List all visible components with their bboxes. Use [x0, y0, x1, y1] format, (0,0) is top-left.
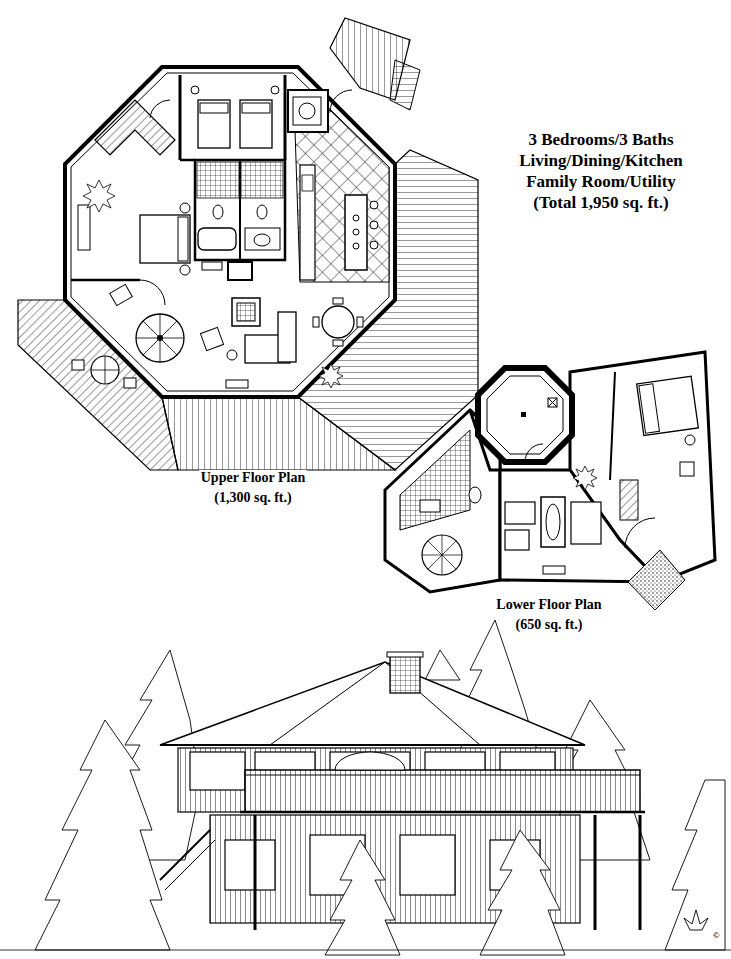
heading-line: Living/Dining/Kitchen [519, 151, 682, 171]
plan-area: (650 sq. ft.) [514, 617, 585, 633]
plan-title: Upper Floor Plan [199, 470, 308, 486]
heading-line: 3 Bedrooms/3 Baths [528, 130, 673, 150]
heading-line: Family Room/Utility [526, 172, 676, 192]
heading-line: (Total 1,950 sq. ft.) [533, 193, 668, 213]
copyright-mark: © [711, 930, 722, 940]
plan-title: Lower Floor Plan [494, 597, 603, 613]
plan-area: (1,300 sq. ft.) [212, 490, 293, 506]
